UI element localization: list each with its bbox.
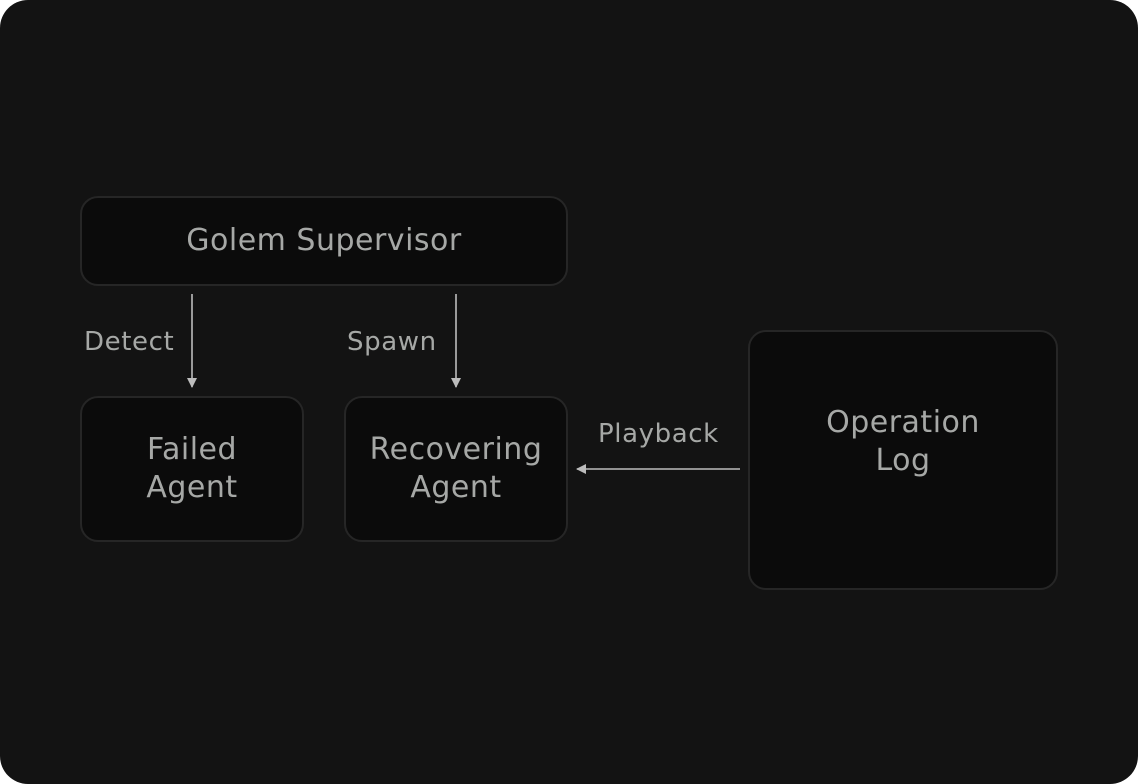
detect-edge-label: Detect: [84, 327, 175, 357]
recovering-agent-node: Recovering Agent: [344, 396, 568, 542]
spawn-edge-label: Spawn: [347, 327, 437, 357]
operation-log-label: Operation Log: [826, 405, 980, 478]
failed-agent-node: Failed Agent: [80, 396, 304, 542]
failed-agent-label: Failed Agent: [146, 432, 238, 505]
recovering-agent-label: Recovering Agent: [369, 432, 543, 505]
operation-log-node: Operation Log: [748, 330, 1058, 590]
playback-edge-label: Playback: [598, 419, 719, 449]
golem-supervisor-label: Golem Supervisor: [186, 223, 462, 258]
golem-supervisor-node: Golem Supervisor: [80, 196, 568, 286]
